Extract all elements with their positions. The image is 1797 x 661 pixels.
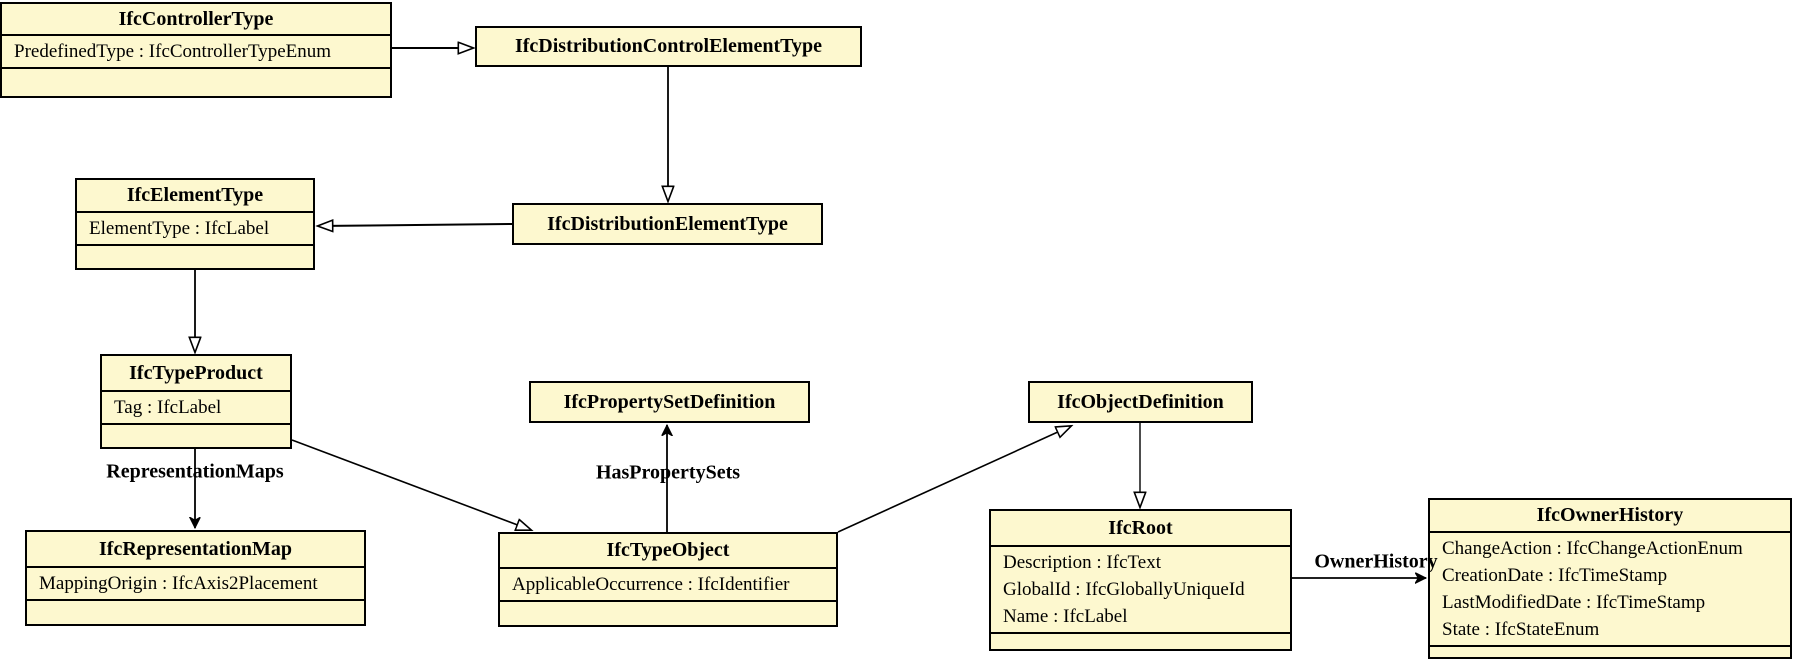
class-title: IfcObjectDefinition [1057,390,1224,413]
empty-compartment [77,246,313,268]
class-title: IfcOwnerHistory [1430,500,1790,533]
class-attribute: GlobalId : IfcGloballyUniqueId [1003,579,1245,600]
class-box-ifc-type-object: IfcTypeObject ApplicableOccurrence : Ifc… [498,532,838,627]
class-attribute: MappingOrigin : IfcAxis2Placement [39,573,318,594]
class-box-ifc-root: IfcRoot Description : IfcText GlobalId :… [989,509,1292,651]
class-box-ifc-controller-type: IfcControllerType PredefinedType : IfcCo… [0,2,392,98]
generalization-typeproduct-to-typeobject [291,439,531,530]
class-title: IfcDistributionElementType [547,212,788,235]
class-box-ifc-property-set-definition: IfcPropertySetDefinition [529,381,810,423]
empty-compartment [1430,647,1790,657]
class-title: IfcRoot [991,511,1290,547]
label-owner-history: OwnerHistory [1314,550,1438,573]
class-title: IfcRepresentationMap [27,532,364,568]
class-box-ifc-distribution-control-element-type: IfcDistributionControlElementType [475,26,862,67]
empty-compartment [2,69,390,96]
label-has-property-sets: HasPropertySets [595,461,741,484]
class-attribute: ApplicableOccurrence : IfcIdentifier [512,574,790,595]
class-title: IfcTypeObject [500,534,836,569]
class-attribute: Tag : IfcLabel [114,397,222,418]
class-attribute: LastModifiedDate : IfcTimeStamp [1442,592,1706,613]
class-attribute: Name : IfcLabel [1003,606,1128,627]
empty-compartment [27,601,364,624]
class-title: IfcElementType [77,180,313,213]
class-box-ifc-type-product: IfcTypeProduct Tag : IfcLabel [100,354,292,449]
empty-compartment [102,425,290,447]
empty-compartment [991,634,1290,649]
empty-compartment [500,602,836,625]
class-attribute: CreationDate : IfcTimeStamp [1442,565,1668,586]
class-box-ifc-element-type: IfcElementType ElementType : IfcLabel [75,178,315,270]
class-attribute: Description : IfcText [1003,552,1162,573]
class-box-ifc-distribution-element-type: IfcDistributionElementType [512,203,823,245]
class-title: IfcControllerType [2,4,390,36]
class-attribute: State : IfcStateEnum [1442,619,1600,640]
class-box-ifc-representation-map: IfcRepresentationMap MappingOrigin : Ifc… [25,530,366,626]
class-box-ifc-owner-history: IfcOwnerHistory ChangeAction : IfcChange… [1428,498,1792,659]
class-title: IfcPropertySetDefinition [563,390,776,413]
label-representation-maps: RepresentationMaps [106,460,284,483]
class-attribute: ElementType : IfcLabel [89,218,270,239]
class-attribute: ChangeAction : IfcChangeActionEnum [1442,538,1743,559]
class-title: IfcDistributionControlElementType [514,35,823,57]
generalization-distributionelementtype-to-elementtype [318,224,513,226]
class-title: IfcTypeProduct [102,356,290,392]
class-box-ifc-object-definition: IfcObjectDefinition [1028,381,1253,423]
class-attribute: PredefinedType : IfcControllerTypeEnum [14,41,332,62]
